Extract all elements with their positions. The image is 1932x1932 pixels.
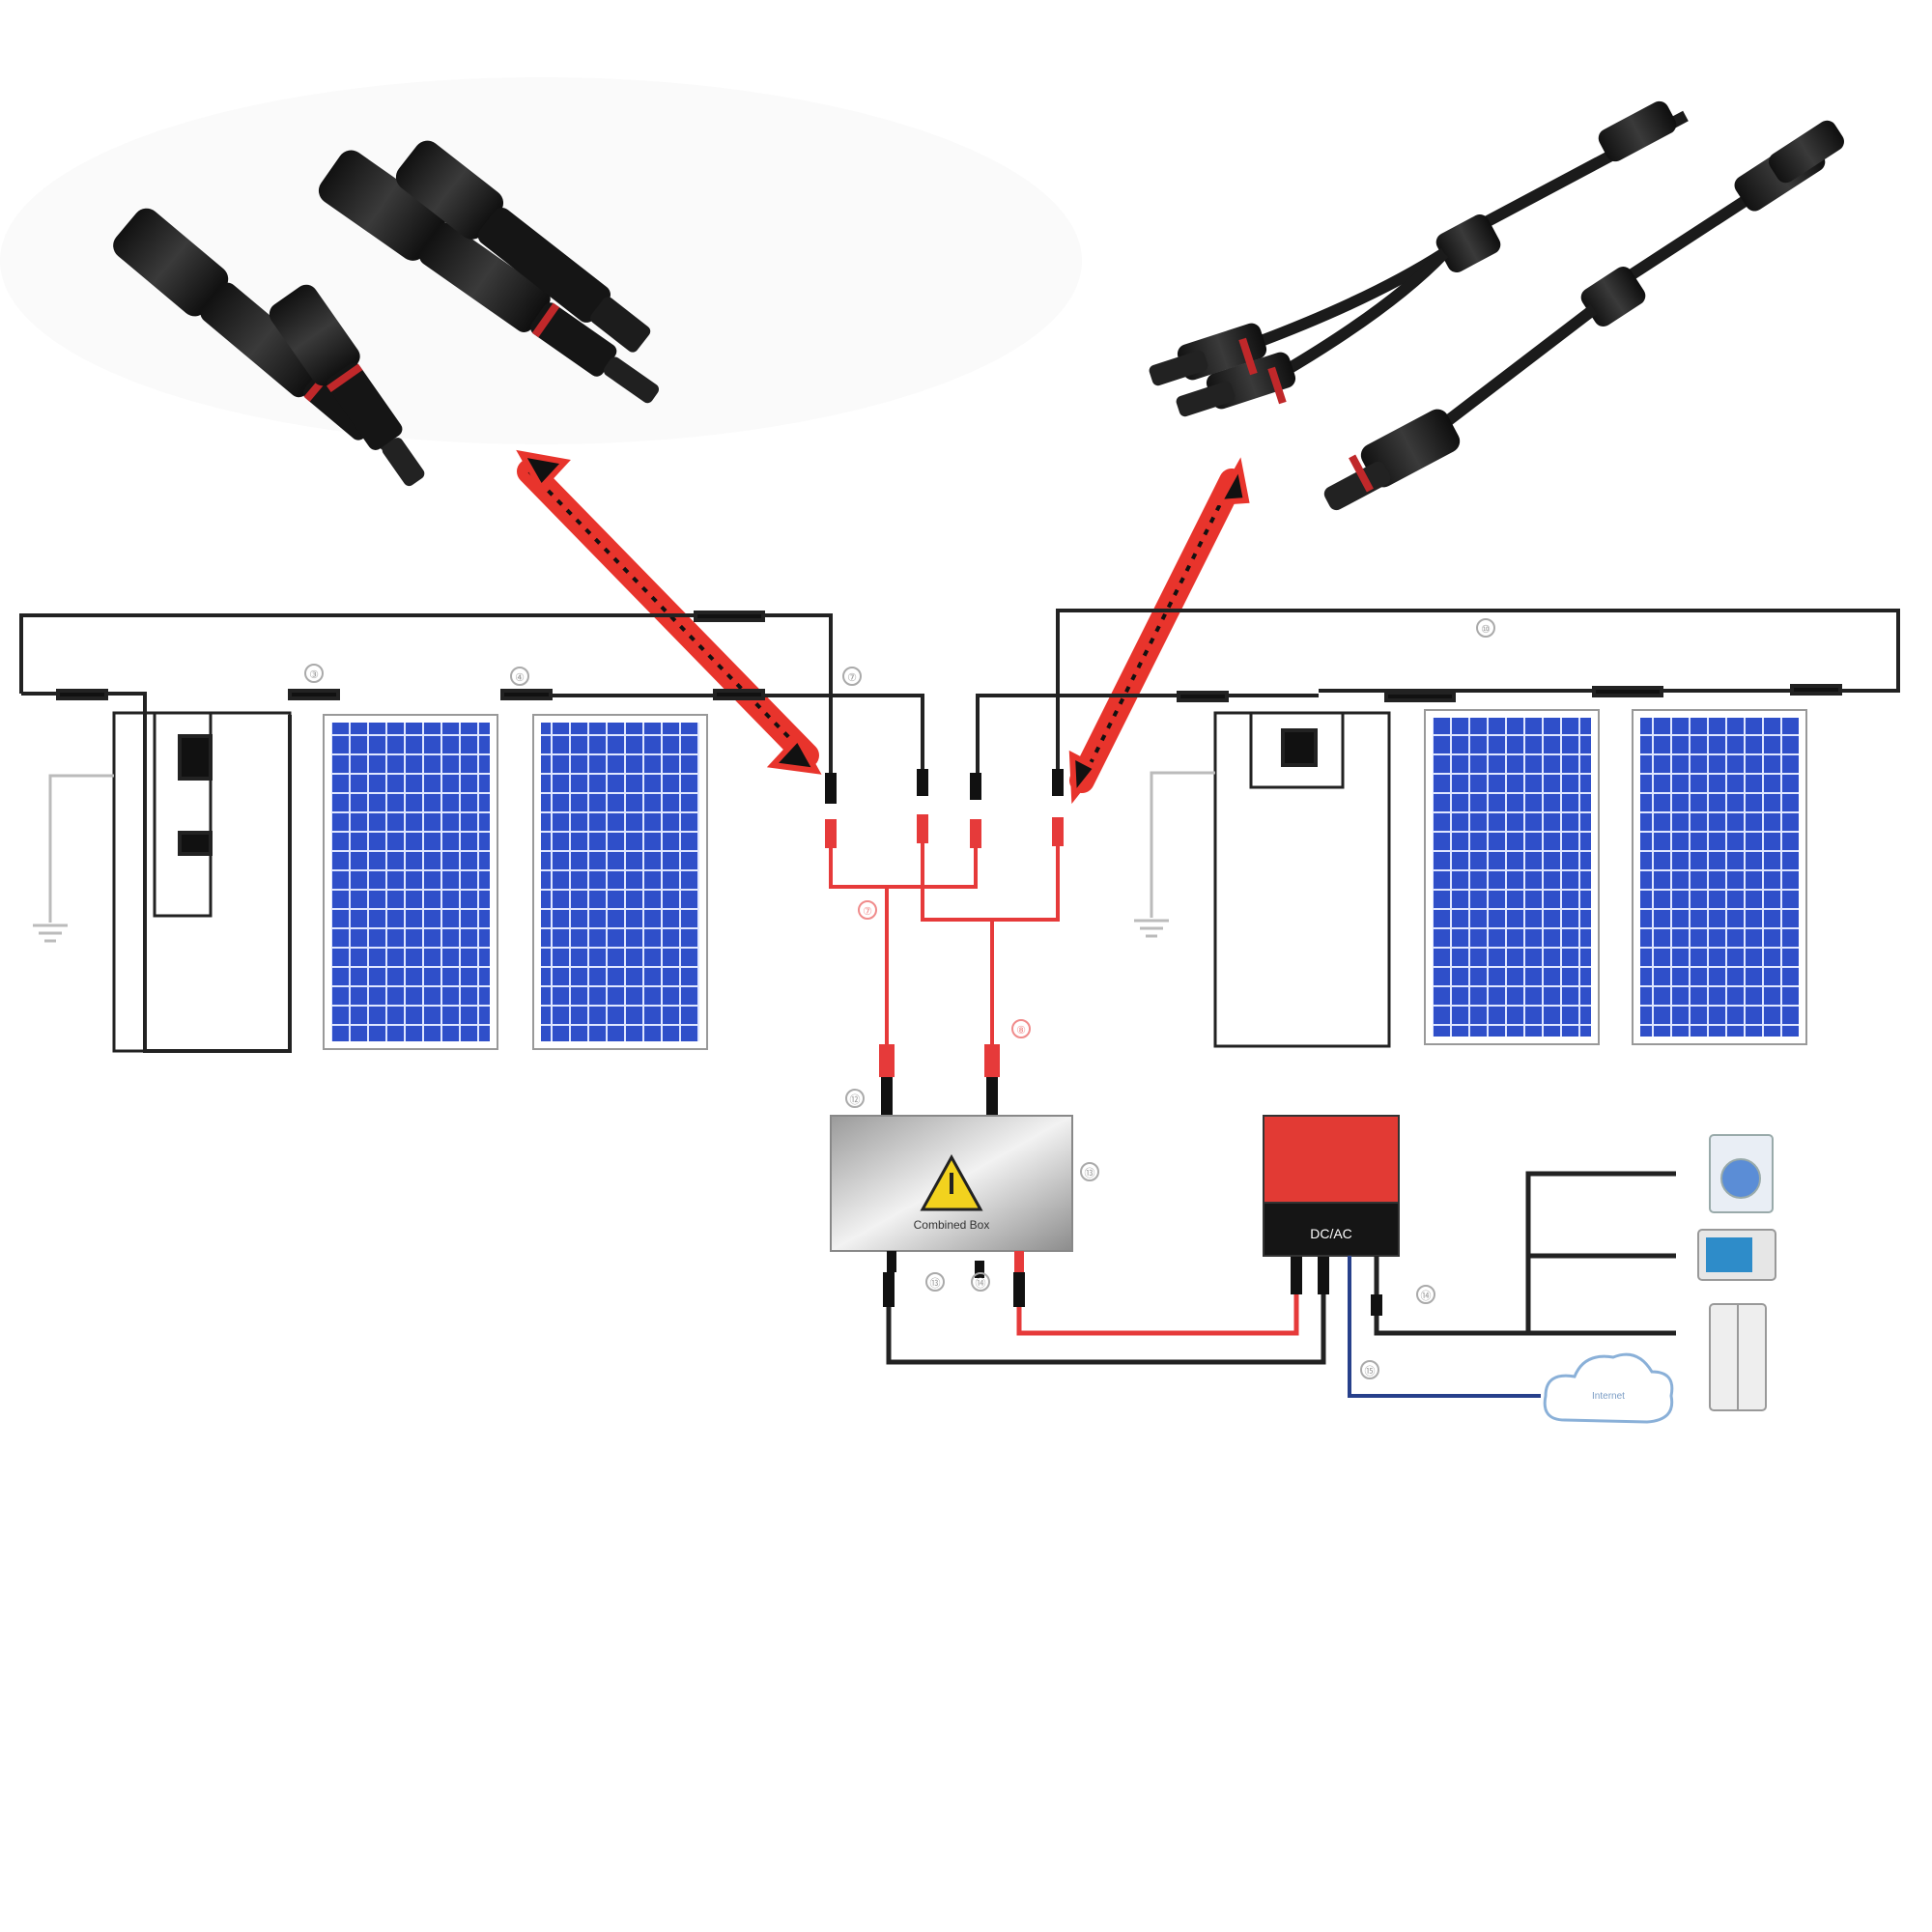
callout-number: ⑦ bbox=[863, 906, 872, 918]
right-array bbox=[976, 609, 1900, 1048]
communication-wire bbox=[1348, 1256, 1541, 1398]
callout-marker: ⑦ bbox=[858, 900, 877, 920]
callout-marker: ⑦ bbox=[842, 667, 862, 686]
ground-icon bbox=[1134, 771, 1215, 938]
microwave-icon bbox=[1697, 1229, 1776, 1281]
inverter: DC/AC bbox=[1263, 1115, 1400, 1257]
solar-panel bbox=[532, 714, 708, 1050]
branch-plugs bbox=[825, 769, 1064, 848]
callout-marker: ⑧ bbox=[1011, 1019, 1031, 1038]
ground-icon bbox=[33, 774, 114, 943]
callout-number: ⑭ bbox=[1421, 1290, 1432, 1302]
t-branch-connector-icon bbox=[0, 77, 1082, 487]
solar-panel bbox=[1632, 709, 1807, 1045]
ac-output-wires bbox=[1371, 1171, 1676, 1336]
dc-output-wires bbox=[883, 1256, 1329, 1365]
callout-marker: ⑬ bbox=[1080, 1162, 1099, 1181]
inverter-label: DC/AC bbox=[1310, 1226, 1352, 1241]
refrigerator-icon bbox=[1709, 1303, 1767, 1411]
combiner-box-label: Combined Box bbox=[914, 1218, 990, 1232]
cloud-label: Internet bbox=[1592, 1391, 1625, 1402]
callout-number: ④ bbox=[515, 672, 525, 684]
solar-panel bbox=[1424, 709, 1600, 1045]
callout-markers: ③ ④ ⑦ ⑩ ⑦ ⑧ ⑫ ⑬ ⑬ ⑭ ⑭ ⑮ bbox=[304, 618, 1495, 1379]
callout-marker: ⑩ bbox=[1476, 618, 1495, 638]
callout-number: ⑦ bbox=[847, 672, 857, 684]
right-callout-arrow bbox=[1068, 457, 1250, 805]
callout-marker: ⑮ bbox=[1360, 1360, 1379, 1379]
callout-marker: ⑬ bbox=[925, 1272, 945, 1292]
callout-marker: ⑫ bbox=[845, 1089, 865, 1108]
callout-marker: ⑭ bbox=[971, 1272, 990, 1292]
positive-wires bbox=[829, 843, 1060, 1077]
combiner-box: Combined Box bbox=[830, 1077, 1073, 1278]
callout-number: ⑧ bbox=[1016, 1025, 1026, 1037]
callout-marker: ③ bbox=[304, 664, 324, 683]
cloud-icon: Internet bbox=[1543, 1352, 1674, 1424]
callout-number: ⑫ bbox=[850, 1094, 861, 1106]
callout-marker: ⑭ bbox=[1416, 1285, 1435, 1304]
y-branch-cable-icon bbox=[1149, 100, 1844, 511]
warning-icon bbox=[920, 1153, 983, 1211]
washing-machine-icon bbox=[1709, 1134, 1774, 1213]
solar-panel bbox=[323, 714, 498, 1050]
callout-number: ⑮ bbox=[1365, 1365, 1376, 1378]
callout-number: ③ bbox=[309, 669, 319, 681]
left-array bbox=[19, 611, 924, 1053]
callout-number: ⑭ bbox=[976, 1277, 986, 1290]
callout-marker: ④ bbox=[510, 667, 529, 686]
callout-number: ⑩ bbox=[1481, 624, 1491, 636]
callout-number: ⑬ bbox=[1085, 1167, 1095, 1179]
callout-number: ⑬ bbox=[930, 1277, 941, 1290]
